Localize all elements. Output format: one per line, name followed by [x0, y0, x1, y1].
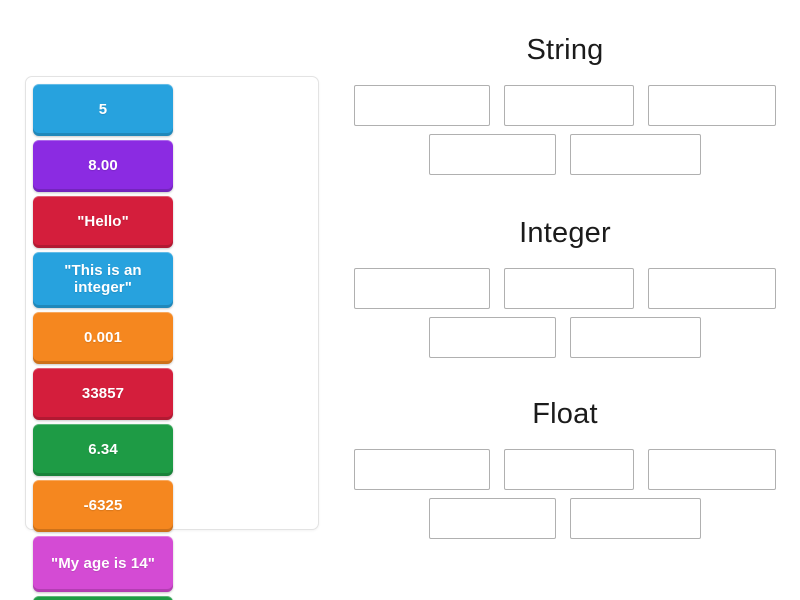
tile[interactable]: "This is an integer" [33, 252, 173, 308]
tile[interactable]: "Hello" [33, 196, 173, 248]
category-columns: String Integer Float [340, 18, 790, 588]
category-float: Float [340, 400, 790, 539]
tile[interactable]: -73.99 [33, 596, 173, 600]
tile[interactable]: 5 [33, 84, 173, 136]
drop-zone-float-5[interactable] [570, 498, 701, 539]
drop-zone-string-5[interactable] [570, 134, 701, 175]
tile[interactable]: 33857 [33, 368, 173, 420]
drop-zone-integer-4[interactable] [429, 317, 556, 358]
drop-zone-integer-2[interactable] [504, 268, 634, 309]
drop-zone-row [340, 268, 790, 309]
category-title-integer: Integer [519, 217, 611, 249]
drop-zone-float-4[interactable] [429, 498, 556, 539]
drop-zone-integer-5[interactable] [570, 317, 701, 358]
tile[interactable]: 6.34 [33, 424, 173, 476]
drop-zone-row [340, 317, 790, 358]
tile[interactable]: -6325 [33, 480, 173, 532]
tile[interactable]: "My age is 14" [33, 536, 173, 592]
tile[interactable]: 8.00 [33, 140, 173, 192]
category-integer: Integer [340, 219, 790, 358]
category-title-string: String [526, 34, 604, 66]
drop-zone-row [340, 85, 790, 126]
drop-zone-float-3[interactable] [648, 449, 776, 490]
category-string: String [340, 36, 790, 175]
drop-zone-integer-1[interactable] [354, 268, 490, 309]
category-title-float: Float [532, 398, 598, 430]
drop-zone-string-2[interactable] [504, 85, 634, 126]
drop-zone-row [340, 134, 790, 175]
drop-zone-row [340, 449, 790, 490]
drop-zone-string-1[interactable] [354, 85, 490, 126]
drop-zone-string-4[interactable] [429, 134, 556, 175]
drop-zone-float-1[interactable] [354, 449, 490, 490]
drop-zone-integer-3[interactable] [648, 268, 776, 309]
drop-zone-string-3[interactable] [648, 85, 776, 126]
drop-zone-float-2[interactable] [504, 449, 634, 490]
tile[interactable]: 0.001 [33, 312, 173, 364]
drop-zone-row [340, 498, 790, 539]
